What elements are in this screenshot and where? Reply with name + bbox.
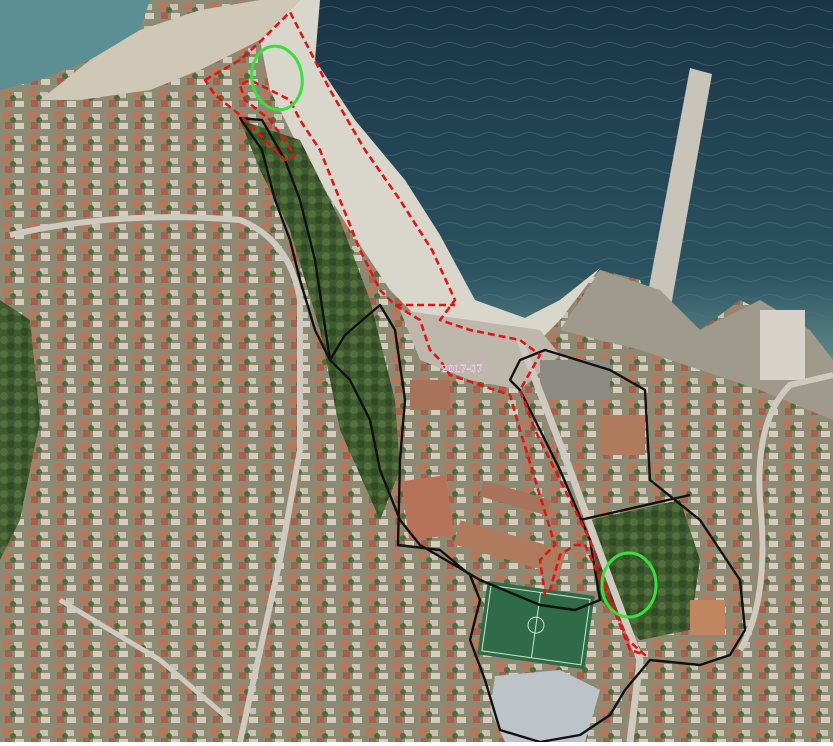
boundary-red <box>203 10 647 657</box>
building <box>453 520 567 575</box>
building <box>410 380 450 410</box>
road <box>9 214 303 743</box>
boundary-black <box>238 116 747 744</box>
boundary-black-inner <box>579 493 691 522</box>
highlight-ellipse-south <box>600 551 658 619</box>
building <box>401 475 454 541</box>
shipyard-building <box>760 310 805 380</box>
forest-belt <box>240 120 400 520</box>
sea-northwest <box>0 0 150 90</box>
road <box>58 597 232 722</box>
road <box>516 338 644 743</box>
football-pitch <box>477 580 595 670</box>
forest-west <box>0 300 40 560</box>
beach-northwest <box>40 0 300 100</box>
plaza <box>400 310 560 390</box>
map-date-label: 2017-07 <box>441 364 483 375</box>
building <box>690 600 725 635</box>
road <box>737 372 833 652</box>
highlight-ellipse-north <box>250 44 304 112</box>
building <box>600 415 645 455</box>
building <box>479 480 551 516</box>
harbour-area <box>560 270 833 420</box>
stadium-roof <box>490 670 600 742</box>
pier <box>640 68 712 340</box>
